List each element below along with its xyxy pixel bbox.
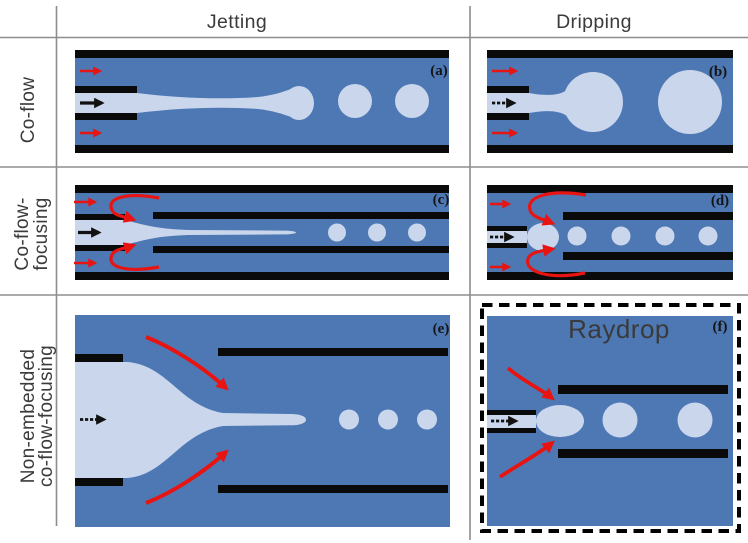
attached-drop — [527, 223, 559, 251]
channel-wall-bottom — [75, 145, 449, 153]
outer-tube-wall-bottom — [218, 485, 448, 493]
inner-tube-wall-bottom — [75, 113, 137, 120]
panel-e-non-embedded-jetting: (e) — [75, 315, 450, 527]
droplet — [328, 223, 346, 242]
droplet — [408, 223, 426, 242]
inner-tube-wall-top — [487, 86, 529, 93]
outer-flow-arrow-bottom — [145, 449, 229, 505]
channel-wall-bottom — [487, 145, 733, 153]
droplet — [677, 402, 713, 438]
row-label-non-embedded-line1: Non-embedded — [18, 349, 39, 484]
outer-tube-wall-top — [153, 212, 449, 219]
inner-tube-wall-bottom — [487, 428, 536, 433]
inner-tube-wall-top — [75, 214, 125, 220]
panel-label-d: (d) — [711, 193, 729, 209]
inner-tube-wall-bottom — [75, 245, 125, 251]
channel-wall-top — [75, 50, 449, 58]
outer-tube-wall-top — [558, 385, 728, 394]
droplet — [395, 84, 429, 118]
inner-tube-fluid — [75, 93, 137, 113]
panel-label-a: (a) — [430, 63, 448, 79]
inner-tube-wall-bottom — [487, 243, 527, 248]
channel-wall-top — [487, 50, 733, 58]
row-label-co-flow: Co-flow — [18, 77, 39, 144]
column-header-jetting: Jetting — [207, 11, 267, 33]
raydrop-dashed-border — [480, 303, 741, 533]
droplet — [368, 223, 386, 242]
droplet — [658, 70, 722, 134]
panel-f-raydrop-dripping: Raydrop (f) — [480, 303, 741, 533]
raydrop-label: Raydrop — [568, 314, 670, 344]
droplet — [611, 226, 631, 246]
row-label-non-embedded-line2: co-flow-focusing — [36, 345, 57, 487]
channel-wall-top — [487, 185, 733, 193]
recirculation-arrow-bottom — [526, 244, 586, 278]
outer-flow-arrow-top — [506, 366, 555, 401]
focused-jet-cone — [125, 220, 296, 245]
channel-wall-top — [75, 185, 449, 193]
nozzle-wall-bottom — [75, 478, 123, 486]
outer-tube-wall-top — [563, 212, 733, 220]
droplet — [602, 402, 638, 438]
panel-b-co-flow-dripping: (b) — [487, 50, 733, 153]
liquid-jet — [137, 89, 291, 117]
inner-tube-wall-top — [487, 226, 527, 231]
droplet — [698, 226, 718, 246]
droplet — [338, 84, 372, 118]
recirculation-arrow-top — [528, 191, 587, 226]
channel-wall-bottom — [487, 272, 733, 280]
inner-tube-wall-bottom — [487, 113, 529, 120]
panel-label-e: (e) — [433, 321, 450, 337]
panel-label-f: (f) — [713, 319, 728, 335]
droplet — [339, 409, 359, 430]
attached-drop — [563, 72, 623, 132]
recirculation-arrow-bottom — [109, 242, 160, 271]
outer-flow-arrow-top — [145, 335, 229, 391]
outer-tube-wall-top — [218, 348, 448, 356]
droplet — [378, 409, 398, 430]
panel-label-c: (c) — [433, 192, 450, 208]
outer-tube-wall-bottom — [153, 246, 449, 253]
outer-tube-wall-bottom — [563, 252, 733, 260]
panel-a-co-flow-jetting: (a) — [75, 50, 449, 153]
outer-tube-wall-bottom — [558, 449, 728, 458]
droplet — [655, 226, 675, 246]
row-label-co-flow-focusing-line1: Co-flow- — [12, 197, 33, 270]
droplet — [417, 409, 437, 430]
inner-tube-wall-top — [75, 86, 137, 93]
panel-label-b: (b) — [709, 64, 727, 80]
dispersed-fluid-cone — [75, 362, 306, 478]
recirculation-arrow-top — [109, 194, 160, 223]
row-label-co-flow-focusing-line2: focusing — [31, 197, 52, 270]
panel-c-co-flow-focusing-jetting: (c) — [74, 185, 449, 280]
column-header-dripping: Dripping — [556, 11, 632, 33]
outer-flow-arrow-bottom — [498, 440, 555, 479]
attached-drop — [536, 405, 584, 437]
inner-tube-wall-top — [487, 410, 536, 415]
nozzle-wall-top — [75, 354, 123, 362]
channel-wall-bottom — [75, 272, 449, 280]
grid-lines — [0, 6, 748, 540]
drop-neck — [529, 90, 567, 116]
panel-d-co-flow-focusing-dripping: (d) — [487, 185, 733, 280]
droplet — [567, 226, 587, 246]
jet-tip-bulge — [284, 86, 314, 120]
